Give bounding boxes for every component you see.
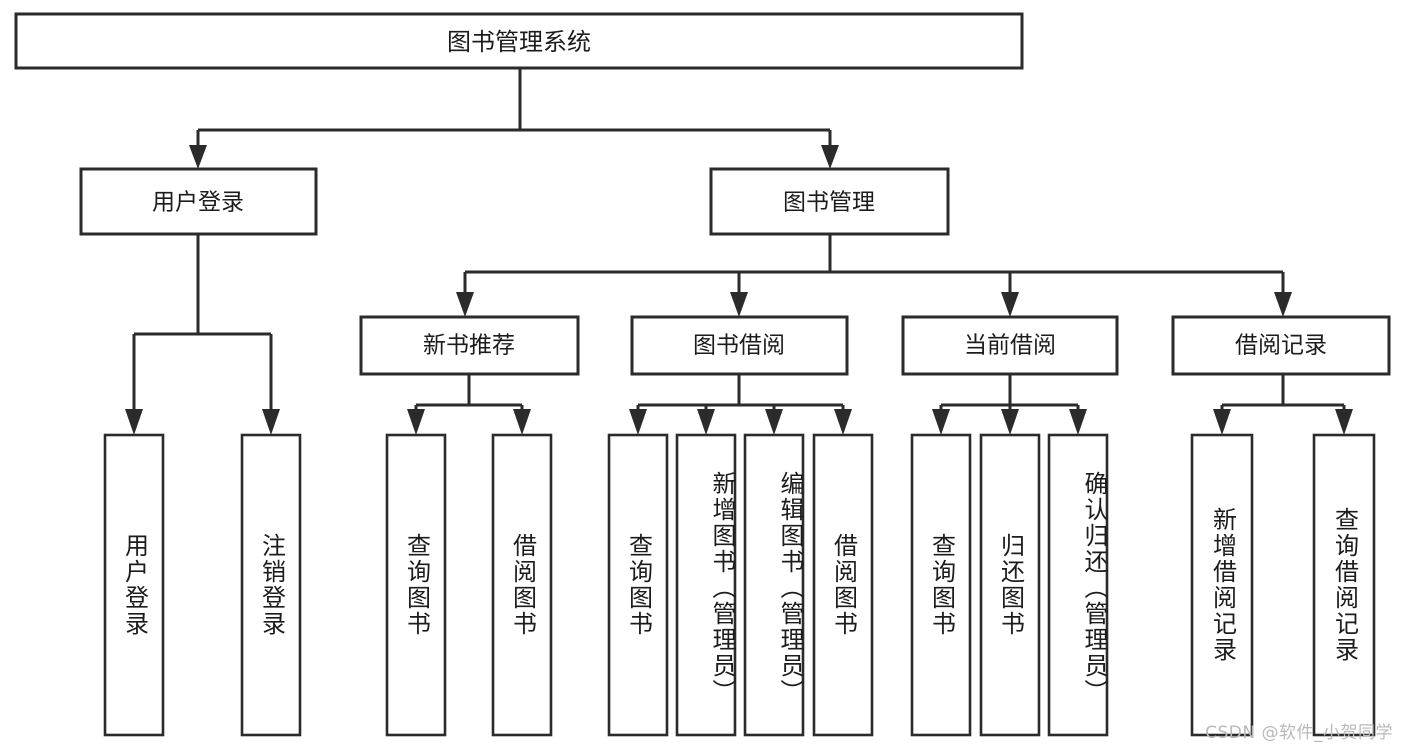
node-borrow-record-label: 借阅记录 <box>1235 333 1327 359</box>
node-root[interactable]: 图书管理系统 <box>14 12 1024 70</box>
arrow-head-icon <box>697 409 715 435</box>
arrow-head-icon <box>1001 409 1019 435</box>
connector-userlogin-to-leaves <box>125 234 280 435</box>
arrow-head-icon <box>125 409 143 435</box>
connector-root-to-level2 <box>189 68 839 169</box>
node-leaf-add-book[interactable] <box>675 433 737 737</box>
node-current-borrow-label: 当前借阅 <box>964 333 1056 359</box>
arrow-head-icon <box>456 292 474 317</box>
node-leaf-logout-login[interactable] <box>240 433 302 737</box>
node-book-management-label: 图书管理 <box>783 190 875 216</box>
connector-bookborrow-to-leaves <box>629 374 852 435</box>
node-leaf-query-book-3[interactable] <box>910 433 972 737</box>
arrow-head-icon <box>513 409 531 435</box>
node-leaf-edit-book[interactable] <box>743 433 805 737</box>
node-leaf-return-book[interactable] <box>979 433 1041 737</box>
node-leaf-query-book-1[interactable] <box>385 433 447 737</box>
node-user-login-label: 用户登录 <box>152 190 244 216</box>
node-book-management[interactable]: 图书管理 <box>709 167 950 236</box>
node-new-book-recommend-label: 新书推荐 <box>423 333 515 359</box>
arrow-head-icon <box>1001 292 1019 317</box>
node-borrow-record[interactable]: 借阅记录 <box>1171 315 1391 376</box>
arrow-head-icon <box>189 145 207 169</box>
node-leaf-query-record[interactable] <box>1312 433 1376 737</box>
node-book-borrow-label: 图书借阅 <box>693 333 785 359</box>
node-leaf-user-login[interactable] <box>103 433 165 737</box>
connector-newbook-to-leaves <box>407 374 531 435</box>
node-book-borrow[interactable]: 图书借阅 <box>630 315 849 376</box>
arrow-head-icon <box>932 409 950 435</box>
arrow-head-icon <box>821 145 839 169</box>
node-new-book-recommend[interactable]: 新书推荐 <box>359 315 580 376</box>
node-user-login[interactable]: 用户登录 <box>79 167 318 236</box>
node-current-borrow[interactable]: 当前借阅 <box>901 315 1119 376</box>
arrow-head-icon <box>407 409 425 435</box>
arrow-head-icon <box>1069 409 1087 435</box>
arrow-head-icon <box>765 409 783 435</box>
arrow-head-icon <box>730 292 748 317</box>
connector-bookmgmt-to-level3 <box>456 234 1292 317</box>
arrow-head-icon <box>629 409 647 435</box>
csdn-watermark: CSDN @软件_小贺同学 <box>1205 723 1393 743</box>
arrow-head-icon <box>834 409 852 435</box>
connector-borrowrecord-to-leaves <box>1213 374 1353 435</box>
node-leaf-confirm-return[interactable] <box>1047 433 1109 737</box>
node-leaf-add-record[interactable] <box>1190 433 1254 737</box>
arrow-head-icon <box>1213 409 1231 435</box>
connector-currentborrow-to-leaves <box>932 374 1087 435</box>
node-leaf-borrow-book-2[interactable] <box>812 433 874 737</box>
node-leaf-borrow-book-1[interactable] <box>491 433 553 737</box>
arrow-head-icon <box>1274 292 1292 317</box>
arrow-head-icon <box>262 409 280 435</box>
node-root-label: 图书管理系统 <box>447 28 591 56</box>
node-leaf-query-book-2[interactable] <box>607 433 669 737</box>
arrow-head-icon <box>1335 409 1353 435</box>
